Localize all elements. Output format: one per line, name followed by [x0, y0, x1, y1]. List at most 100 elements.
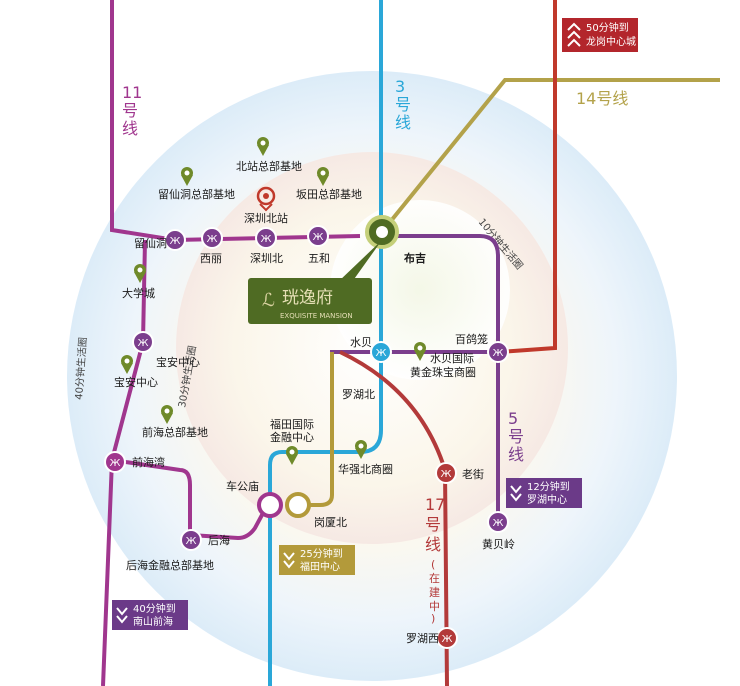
svg-text:Ж: Ж: [110, 458, 121, 469]
svg-text:号: 号: [395, 95, 411, 114]
station-laojie: Ж: [435, 462, 457, 484]
label-huangbeiling: 黄贝岭: [482, 537, 515, 551]
label-baoanzhongxin: 宝安中心: [156, 355, 200, 369]
station-shenzhenbei: Ж: [255, 227, 277, 249]
pin-beizhan-icon: [257, 137, 269, 156]
svg-text:号: 号: [508, 427, 524, 446]
poi-futian-fin-1: 福田国际: [270, 417, 314, 431]
label-houhai: 后海: [208, 533, 230, 547]
railway-station-icon: [256, 186, 276, 212]
svg-text:Ж: Ж: [138, 338, 149, 349]
pin-shuibei-icon: [414, 342, 426, 361]
pin-liuxiandong-icon: [181, 167, 193, 186]
svg-text:25分钟到: 25分钟到: [300, 547, 343, 560]
poi-huaqiangbei: 华强北商圈: [338, 462, 393, 476]
svg-text:Ж: Ж: [261, 234, 272, 245]
label-xili: 西丽: [200, 252, 222, 265]
svg-text:中: 中: [429, 600, 440, 613]
line-5-track: [330, 234, 500, 520]
svg-text:号: 号: [425, 515, 441, 534]
station-houhai: Ж: [180, 529, 202, 551]
svg-text:龙岗中心城: 龙岗中心城: [586, 35, 636, 48]
project-badge: ℒ 珖逸府 EXQUISITE MANSION: [248, 240, 382, 324]
ring-40min-label: 40分钟生活圈: [72, 337, 89, 400]
label-shenzhenbei: 深圳北: [250, 252, 283, 265]
svg-text:号: 号: [122, 101, 138, 120]
line-3-label: 3 号 线: [395, 77, 411, 132]
svg-text:Ж: Ж: [376, 348, 387, 359]
poi-daxuecheng: 大学城: [122, 286, 155, 300]
line-14-track: [380, 78, 720, 234]
station-buji: [365, 215, 399, 249]
pin-daxuecheng-icon: [134, 264, 146, 283]
svg-text:3: 3: [395, 77, 405, 96]
station-huangbeiling: Ж: [487, 511, 509, 533]
label-luohubei: 罗湖北: [342, 388, 375, 401]
station-baoanzhongxin: Ж: [132, 331, 154, 353]
svg-text:Ж: Ж: [186, 536, 197, 547]
project-logo-mark: ℒ: [262, 290, 275, 311]
svg-text:线: 线: [425, 535, 441, 554]
pin-huaqiangbei-icon: [355, 440, 367, 459]
svg-text:5: 5: [508, 409, 518, 428]
svg-text:17: 17: [425, 495, 445, 514]
station-gangxiabei: [285, 492, 311, 518]
line-11-label: 11 号 线: [122, 83, 142, 138]
poi-beizhan: 北站总部基地: [236, 159, 302, 173]
poi-shenzhenbeizhan: 深圳北站: [244, 211, 288, 225]
label-baigelong: 百鸽笼: [455, 332, 488, 346]
poi-shuibei-intl-2: 黄金珠宝商圈: [410, 365, 476, 379]
station-chegongmiao: [257, 492, 283, 518]
svg-text:Ж: Ж: [493, 518, 504, 529]
svg-text:Ж: Ж: [493, 348, 504, 359]
pin-baoan-icon: [121, 355, 133, 374]
station-baigelong: Ж: [487, 341, 509, 363]
station-luohuxi: Ж: [436, 627, 458, 649]
callout-nanshan: 40分钟到 南山前海: [112, 600, 188, 630]
label-liuxiandong: 留仙洞: [134, 237, 167, 250]
callout-longgang: 50分钟到 龙岗中心城: [562, 18, 638, 52]
callout-luohu: 12分钟到 罗湖中心: [506, 478, 582, 508]
label-wuhe: 五和: [308, 252, 330, 265]
svg-text:11: 11: [122, 83, 142, 102]
svg-text:线: 线: [122, 119, 138, 138]
station-qianhaiwan: Ж: [104, 451, 126, 473]
svg-text:罗湖中心: 罗湖中心: [527, 493, 567, 506]
line-5-label: 5 号 线: [508, 409, 524, 464]
line-14-label: 14号线: [576, 89, 628, 108]
svg-text:南山前海: 南山前海: [133, 615, 173, 628]
callout-futian: 25分钟到 福田中心: [279, 545, 355, 575]
label-chegongmiao: 车公庙: [226, 479, 259, 493]
svg-text:Ж: Ж: [441, 469, 452, 480]
label-gangxiabei: 岗厦北: [314, 516, 347, 529]
svg-text:Ж: Ж: [207, 234, 218, 245]
label-shuibei: 水贝: [350, 336, 372, 349]
svg-text:在: 在: [429, 572, 440, 585]
poi-qianhai-hq: 前海总部基地: [142, 425, 208, 439]
svg-text:线: 线: [508, 445, 524, 464]
label-buji: 布吉: [404, 251, 426, 265]
project-name: 珖逸府: [282, 288, 333, 308]
svg-text:(: (: [431, 558, 435, 571]
line-17-note: ( 在 建 中 ): [429, 558, 440, 625]
svg-text:Ж: Ж: [170, 236, 181, 247]
svg-text:福田中心: 福田中心: [300, 560, 340, 573]
poi-futian-fin-2: 金融中心: [270, 430, 314, 444]
line-10-track: [499, 0, 557, 354]
line-gold-track: [298, 352, 334, 507]
label-laojie: 老街: [462, 467, 484, 481]
line-3-track: [268, 0, 383, 686]
svg-text:40分钟到: 40分钟到: [133, 602, 176, 615]
svg-text:建: 建: [429, 585, 440, 599]
svg-text:): ): [431, 612, 435, 625]
svg-text:线: 线: [395, 113, 411, 132]
poi-baoanzhongxin: 宝安中心: [114, 375, 158, 389]
label-qianhaiwan: 前海湾: [132, 455, 165, 469]
poi-shuibei-intl-1: 水贝国际: [430, 352, 474, 365]
svg-text:Ж: Ж: [442, 634, 453, 645]
project-subtitle: EXQUISITE MANSION: [280, 312, 353, 320]
station-shuibei: Ж: [370, 341, 392, 363]
pin-futian-icon: [286, 446, 298, 465]
poi-bantian-hq: 坂田总部基地: [296, 187, 362, 201]
